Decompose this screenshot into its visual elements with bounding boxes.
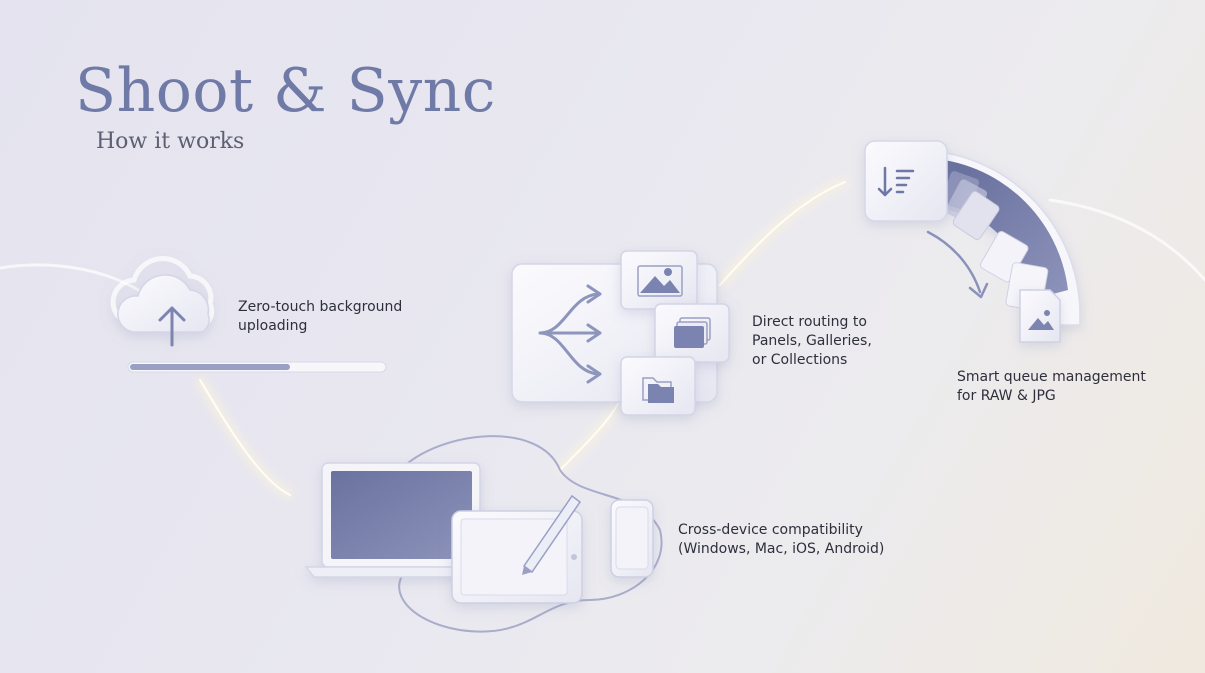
caption-line: for RAW & JPG <box>957 388 1056 404</box>
image-file-icon <box>1019 289 1061 343</box>
collection-folder-icon <box>620 356 696 416</box>
cloud-upload-icon <box>110 256 215 347</box>
caption-line: Smart queue management <box>957 369 1146 385</box>
queue-arrow-icon <box>926 230 989 299</box>
caption-line: (Windows, Mac, iOS, Android) <box>678 541 885 557</box>
caption-line: Direct routing to <box>752 314 867 330</box>
caption-line: or Collections <box>752 352 848 368</box>
phone-icon <box>610 499 654 578</box>
upload-progress-bar <box>127 361 387 373</box>
feature-caption-upload: Zero-touch background uploading <box>238 298 402 336</box>
feature-caption-queue: Smart queue management for RAW & JPG <box>957 368 1146 406</box>
caption-line: uploading <box>238 318 308 334</box>
stylus-icon <box>522 494 582 575</box>
laptop-icon <box>304 462 500 578</box>
gallery-image-icon <box>620 250 698 310</box>
flow-paths <box>0 179 1205 498</box>
page-subtitle: How it works <box>96 129 245 154</box>
feature-caption-devices: Cross-device compatibility (Windows, Mac… <box>678 521 884 559</box>
file-stack <box>940 171 1049 312</box>
sort-queue-icon <box>864 140 948 222</box>
caption-line: Cross-device compatibility <box>678 522 863 538</box>
caption-line: Zero-touch background <box>238 299 403 315</box>
panels-stack-icon <box>654 303 730 363</box>
page-title: Shoot & Sync <box>75 56 496 126</box>
caption-line: Panels, Galleries, <box>752 333 872 349</box>
feature-caption-routing: Direct routing to Panels, Galleries, or … <box>752 313 872 370</box>
